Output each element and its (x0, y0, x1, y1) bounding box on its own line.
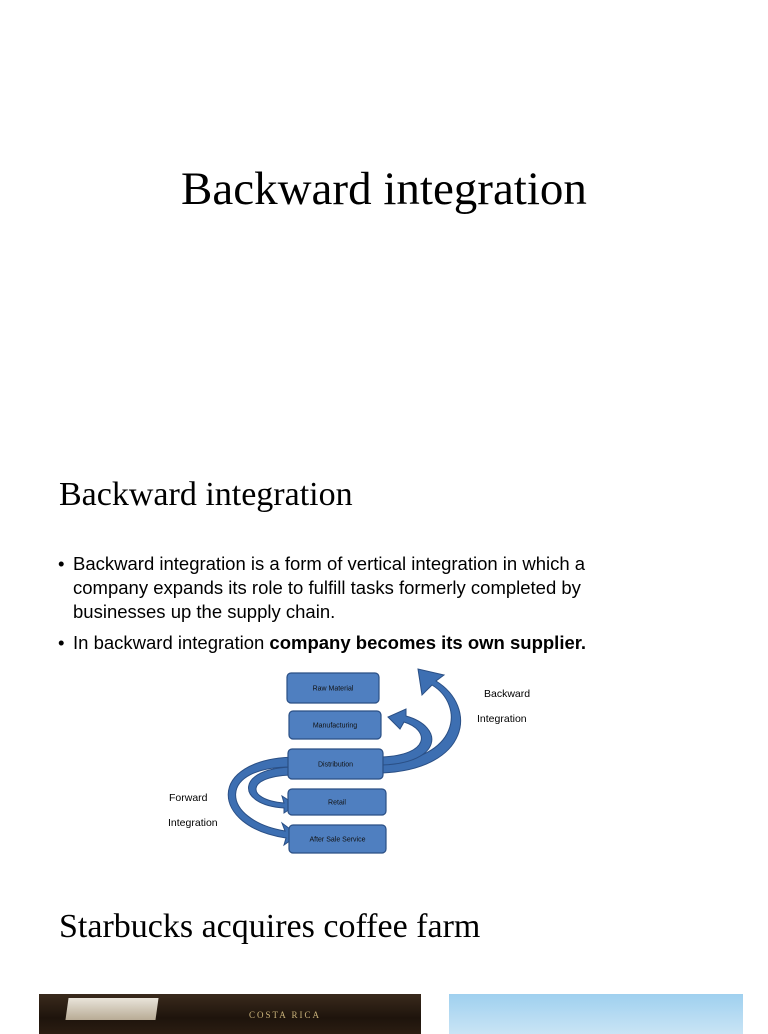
backward-arrow-small (381, 708, 433, 766)
after-sale-service-box (288, 824, 387, 854)
manufacturing-box-label: Manufacturing (313, 723, 357, 730)
slide-title: Backward integration (181, 163, 587, 215)
raw-material-box-label: Raw Material (313, 686, 354, 693)
distribution-box-label: Distribution (318, 762, 353, 769)
forward-label-line2: Integration (168, 817, 218, 829)
slide-heading: Starbucks acquires coffee farm (59, 908, 481, 945)
farm-sky-photo (449, 994, 743, 1034)
backward-arrow-large (381, 668, 461, 774)
starbucks-slide: Starbucks acquires coffee farm COSTA RIC… (0, 890, 768, 1034)
distribution-box (287, 748, 384, 780)
bullet-list: • Backward integration is a form of vert… (58, 552, 658, 662)
retail-box-label: Retail (328, 800, 346, 807)
bullet-item: • In backward integration company become… (58, 631, 658, 655)
window-shape (65, 998, 159, 1020)
bullet-text-bold: company becomes its own supplier. (269, 632, 587, 653)
bullet-text: Backward integration is a form of vertic… (73, 553, 586, 622)
after-sale-service-box-label: After Sale Service (309, 837, 365, 844)
slide-heading: Backward integration (59, 476, 353, 513)
backward-label-line2: Integration (477, 713, 527, 725)
forward-arrow-small (248, 766, 297, 814)
bullet-text-prefix: In backward integration (73, 632, 270, 653)
coffee-shop-photo: COSTA RICA (39, 994, 421, 1034)
manufacturing-box (288, 710, 382, 740)
retail-box (287, 788, 387, 816)
forward-label-line1: Forward (169, 792, 208, 804)
forward-arrow-large (227, 756, 299, 847)
title-slide: Backward integration (0, 0, 768, 440)
content-slide: Backward integration • Backward integrat… (0, 460, 768, 880)
bullet-icon: • (58, 632, 65, 653)
bullet-icon: • (58, 553, 65, 574)
backward-label-line1: Backward (484, 688, 530, 700)
photo-sign-text: COSTA RICA (249, 1010, 322, 1020)
integration-diagram: Raw MaterialManufacturingDistributionRet… (168, 668, 530, 854)
bullet-item: • Backward integration is a form of vert… (58, 552, 658, 624)
raw-material-box (286, 672, 380, 704)
